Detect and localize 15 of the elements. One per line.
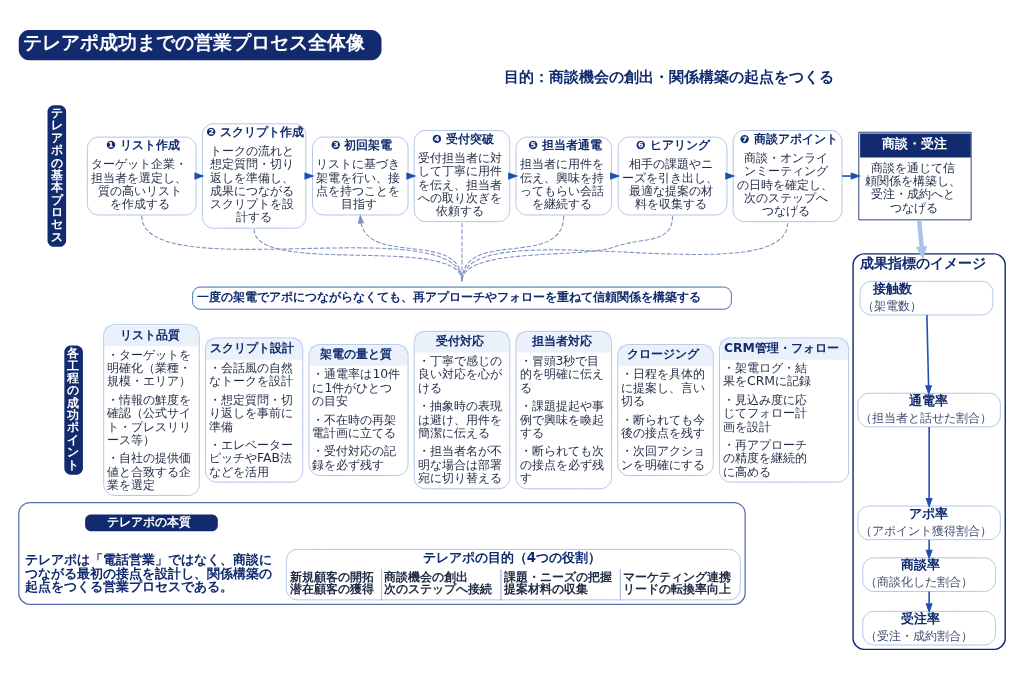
node-box: テレアポの基本プロセス xyxy=(47,105,67,247)
cluster xyxy=(18,501,746,605)
node-box: テレアポの本質 xyxy=(85,514,218,532)
arrow xyxy=(924,314,933,396)
arrow xyxy=(925,590,933,614)
diagram-title: テレアポ成功までの営業プロセス全体像 xyxy=(23,31,366,55)
label: テレアポは「電話営業」ではなく、商談につながる最初の接点を設計し、関係構築の起点をつくる営業プロセスである。 xyxy=(24,552,272,594)
arrow xyxy=(357,214,463,282)
arrow xyxy=(841,172,861,180)
arrow xyxy=(925,539,933,561)
label: 目的：商談機会の創出・関係構築の起点をつくる xyxy=(504,68,835,87)
arrow xyxy=(925,426,933,509)
arrow xyxy=(915,219,928,260)
connector xyxy=(141,215,463,282)
node-box: 各工程の成功ポイント xyxy=(64,345,83,475)
